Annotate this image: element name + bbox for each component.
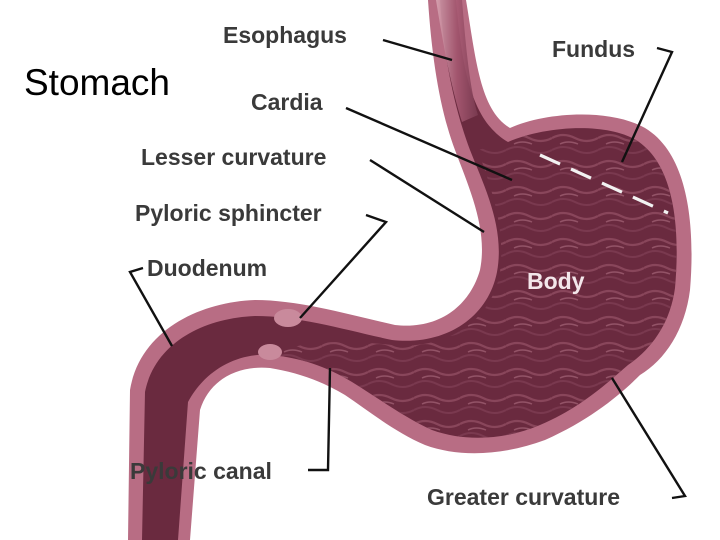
- rugae-texture: [272, 128, 677, 438]
- pyloric-sphincter-shape-lower: [258, 344, 282, 360]
- pyloric-sphincter-shape: [274, 309, 302, 327]
- label-lesser-curvature: Lesser curvature: [141, 144, 326, 170]
- label-fundus: Fundus: [552, 36, 635, 62]
- label-body: Body: [527, 268, 585, 294]
- leader-fundus: [620, 46, 674, 163]
- leader-duodenum: [128, 266, 174, 347]
- label-cardia: Cardia: [251, 89, 323, 115]
- label-greater-curvature: Greater curvature: [427, 484, 620, 510]
- page-title: Stomach: [24, 62, 171, 103]
- leader-lesser-curvature: [369, 158, 485, 234]
- label-pyloric-canal: Pyloric canal: [130, 458, 272, 484]
- label-duodenum: Duodenum: [147, 255, 267, 281]
- leader-pyloric-canal: [308, 367, 332, 472]
- esophagus-tube: [436, 0, 478, 122]
- fundus-boundary-dashes: [539, 153, 669, 215]
- label-esophagus: Esophagus: [223, 22, 347, 48]
- leader-pyloric-sphincter: [299, 213, 389, 319]
- leader-cardia: [345, 106, 513, 182]
- leader-esophagus: [382, 38, 453, 62]
- label-pyloric-sphincter: Pyloric sphincter: [135, 200, 322, 226]
- leader-greater-curvature: [610, 377, 687, 500]
